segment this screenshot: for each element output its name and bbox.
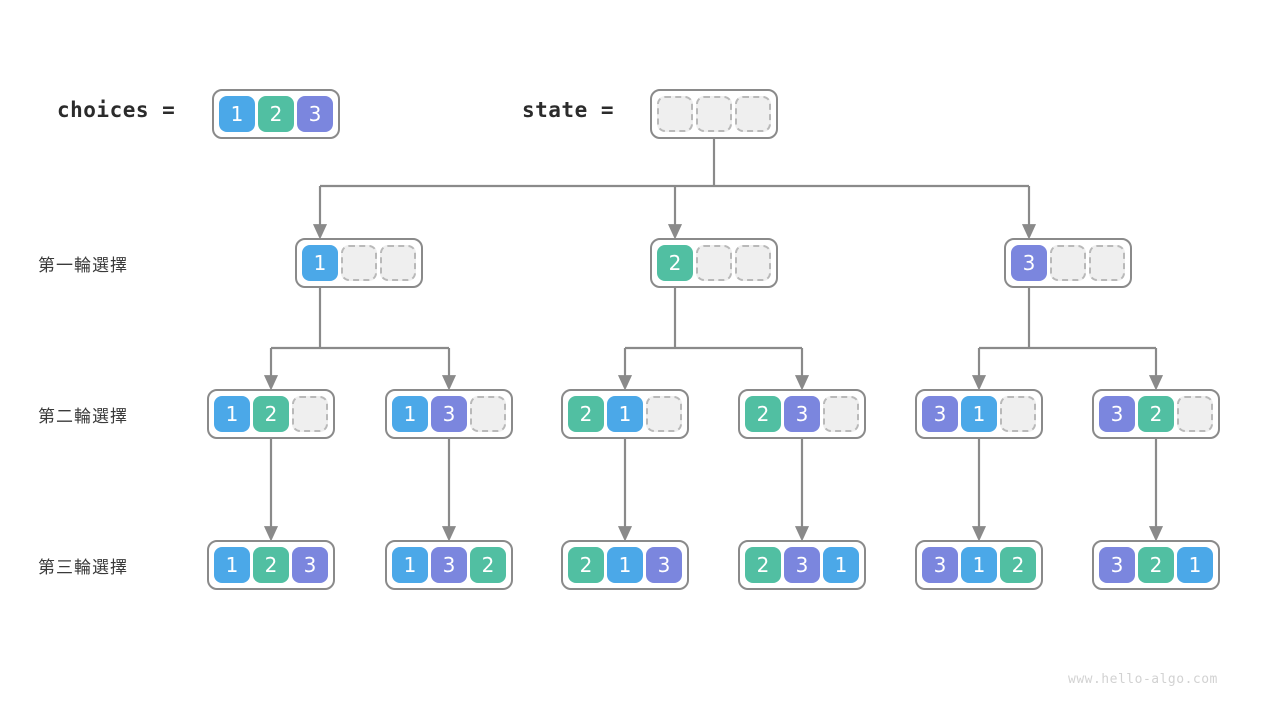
node-round3-6-cell-1: 1 <box>1177 547 1213 583</box>
state-cell-empty <box>696 96 732 132</box>
choices-cell-2: 2 <box>258 96 294 132</box>
node-round3-3-cell-2: 2 <box>568 547 604 583</box>
node-round1-1-cell-empty <box>341 245 377 281</box>
node-round3-2-cell-1: 1 <box>392 547 428 583</box>
node-round1-1-cell-1: 1 <box>302 245 338 281</box>
node-round2-4-cell-empty <box>823 396 859 432</box>
node-round2-1-cell-empty <box>292 396 328 432</box>
node-round3-5-cell-1: 1 <box>961 547 997 583</box>
node-round2-3-cell-1: 1 <box>607 396 643 432</box>
row-label-round2: 第二輪選擇 <box>38 407 128 427</box>
row-label-round1: 第一輪選擇 <box>38 256 128 276</box>
node-round3-4-cell-3: 3 <box>784 547 820 583</box>
node-round3-6-cell-2: 2 <box>1138 547 1174 583</box>
node-round3-6-cell-3: 3 <box>1099 547 1135 583</box>
node-round1-2-cell-empty <box>696 245 732 281</box>
row-label-round3: 第三輪選擇 <box>38 558 128 578</box>
node-round1-3-cell-3: 3 <box>1011 245 1047 281</box>
node-round2-6-cell-3: 3 <box>1099 396 1135 432</box>
node-round1-3-cell-empty <box>1050 245 1086 281</box>
choices-label: choices = <box>57 98 176 122</box>
node-round2-2-cell-1: 1 <box>392 396 428 432</box>
node-round3-5-cell-3: 3 <box>922 547 958 583</box>
node-round2-3-cell-empty <box>646 396 682 432</box>
node-round2-1-cell-1: 1 <box>214 396 250 432</box>
node-round2-2-cell-3: 3 <box>431 396 467 432</box>
node-round1-2-cell-2: 2 <box>657 245 693 281</box>
node-round1-3-cell-empty <box>1089 245 1125 281</box>
node-round2-5-cell-1: 1 <box>961 396 997 432</box>
node-round2-6-cell-2: 2 <box>1138 396 1174 432</box>
node-round2-5-cell-empty <box>1000 396 1036 432</box>
watermark: www.hello-algo.com <box>1068 672 1218 687</box>
node-round3-4-cell-1: 1 <box>823 547 859 583</box>
node-round2-5-cell-3: 3 <box>922 396 958 432</box>
node-round1-1-cell-empty <box>380 245 416 281</box>
state-label: state = <box>522 98 615 122</box>
node-round2-6-cell-empty <box>1177 396 1213 432</box>
node-round2-1-cell-2: 2 <box>253 396 289 432</box>
node-round3-4-cell-2: 2 <box>745 547 781 583</box>
state-cell-empty <box>657 96 693 132</box>
node-round3-3-cell-3: 3 <box>646 547 682 583</box>
node-round3-1-cell-1: 1 <box>214 547 250 583</box>
node-round1-3: 3 <box>1004 238 1132 288</box>
node-round3-1-cell-2: 2 <box>253 547 289 583</box>
node-round2-4-cell-2: 2 <box>745 396 781 432</box>
choices-cell-3: 3 <box>297 96 333 132</box>
state-node <box>650 89 778 139</box>
node-round1-2-cell-empty <box>735 245 771 281</box>
state-cell-empty <box>735 96 771 132</box>
node-round1-1: 1 <box>295 238 423 288</box>
node-round2-2-cell-empty <box>470 396 506 432</box>
node-round3-2-cell-3: 3 <box>431 547 467 583</box>
node-round1-2: 2 <box>650 238 778 288</box>
node-round2-4-cell-3: 3 <box>784 396 820 432</box>
node-round2-3-cell-2: 2 <box>568 396 604 432</box>
choices-cell-1: 1 <box>219 96 255 132</box>
node-round3-3-cell-1: 1 <box>607 547 643 583</box>
node-round3-1-cell-3: 3 <box>292 547 328 583</box>
node-round3-2-cell-2: 2 <box>470 547 506 583</box>
node-round3-5-cell-2: 2 <box>1000 547 1036 583</box>
